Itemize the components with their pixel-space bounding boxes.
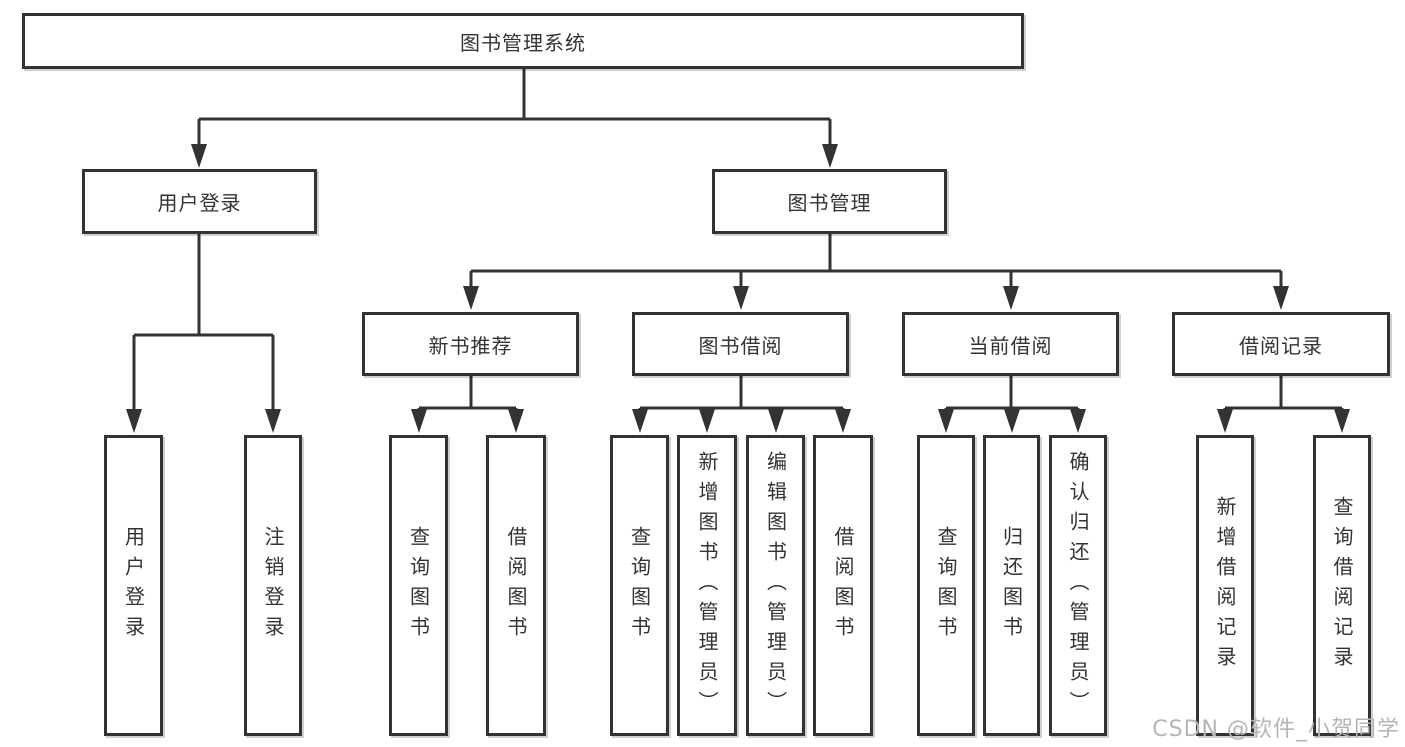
node-leaf-query-books-borrow: 查询图书	[610, 435, 669, 736]
connector-root-to-level1	[191, 68, 838, 168]
node-leaf-return-books: 归还图书	[983, 435, 1040, 736]
arrow-down-icon	[411, 409, 427, 433]
node-label: 图书借阅	[698, 333, 783, 358]
node-leaf-borrow-books: 借阅图书	[813, 435, 873, 736]
node-label: 查询图书	[406, 525, 431, 646]
arrow-down-icon	[1217, 409, 1233, 433]
connector-user-login-group	[126, 234, 281, 433]
node-leaf-logout: 注销登录	[244, 435, 302, 736]
node-leaf-query-borrow-record: 查询借阅记录	[1313, 435, 1371, 736]
connector-book-mgmt-to-level2	[463, 234, 1289, 310]
arrow-down-icon	[126, 409, 142, 433]
arrow-down-icon	[835, 409, 851, 433]
arrow-down-icon	[265, 409, 281, 433]
node-leaf-add-borrow-record: 新增借阅记录	[1196, 435, 1254, 736]
arrow-down-icon	[768, 409, 784, 433]
node-label: 查询借阅记录	[1330, 495, 1354, 676]
node-leaf-edit-books-admin: 编辑图书（管理员）	[746, 435, 805, 736]
watermark: CSDN @软件_小贺同学	[1152, 717, 1400, 742]
node-leaf-query-books-recommend: 查询图书	[389, 435, 448, 736]
arrow-down-icon	[1003, 286, 1019, 310]
connector-book-borrow-group	[632, 376, 851, 433]
node-label: 编辑图书（管理员）	[763, 450, 788, 721]
arrow-down-icon	[1004, 409, 1020, 433]
arrow-down-icon	[1273, 286, 1289, 310]
node-leaf-confirm-return-admin: 确认归还（管理员）	[1049, 435, 1107, 736]
node-label: 查询图书	[627, 525, 652, 646]
node-label: 注销登录	[261, 525, 285, 646]
node-root-system: 图书管理系统	[22, 13, 1024, 69]
arrow-down-icon	[463, 286, 479, 310]
arrow-down-icon	[733, 286, 749, 310]
node-label: 新增借阅记录	[1213, 495, 1237, 676]
node-user-login: 用户登录	[82, 169, 317, 234]
node-leaf-user-login: 用户登录	[104, 435, 163, 736]
node-label: 图书管理系统	[460, 30, 586, 55]
node-label: 新增图书（管理员）	[695, 450, 719, 721]
connector-new-book-group	[411, 376, 524, 433]
node-label: 图书管理	[787, 191, 872, 215]
node-borrow-record: 借阅记录	[1172, 312, 1390, 376]
node-leaf-add-books-admin: 新增图书（管理员）	[677, 435, 737, 736]
node-book-management: 图书管理	[712, 169, 947, 234]
node-label: 确认归还（管理员）	[1066, 450, 1090, 721]
arrow-down-icon	[632, 409, 648, 433]
node-label: 借阅图书	[504, 525, 528, 646]
arrow-down-icon	[1334, 409, 1350, 433]
arrow-down-icon	[191, 144, 207, 168]
connector-borrow-record-group	[1217, 376, 1350, 433]
node-label: 用户登录	[157, 191, 242, 215]
arrow-down-icon	[822, 144, 838, 168]
arrow-down-icon	[508, 409, 524, 433]
node-current-borrow: 当前借阅	[902, 312, 1119, 376]
node-label: 查询图书	[934, 525, 958, 646]
arrow-down-icon	[699, 409, 715, 433]
connector-current-borrow-group	[938, 376, 1086, 433]
node-leaf-borrow-books-recommend: 借阅图书	[486, 435, 546, 736]
node-label: 当前借阅	[968, 333, 1053, 358]
node-label: 借阅记录	[1239, 333, 1323, 358]
node-book-borrow: 图书借阅	[632, 312, 849, 376]
arrow-down-icon	[938, 409, 954, 433]
node-new-book-recommend: 新书推荐	[362, 312, 579, 376]
arrow-down-icon	[1070, 409, 1086, 433]
node-label: 归还图书	[999, 525, 1024, 646]
node-label: 用户登录	[121, 525, 146, 646]
node-label: 借阅图书	[831, 525, 855, 646]
node-label: 新书推荐	[428, 333, 513, 358]
node-leaf-query-books-current: 查询图书	[917, 435, 975, 736]
